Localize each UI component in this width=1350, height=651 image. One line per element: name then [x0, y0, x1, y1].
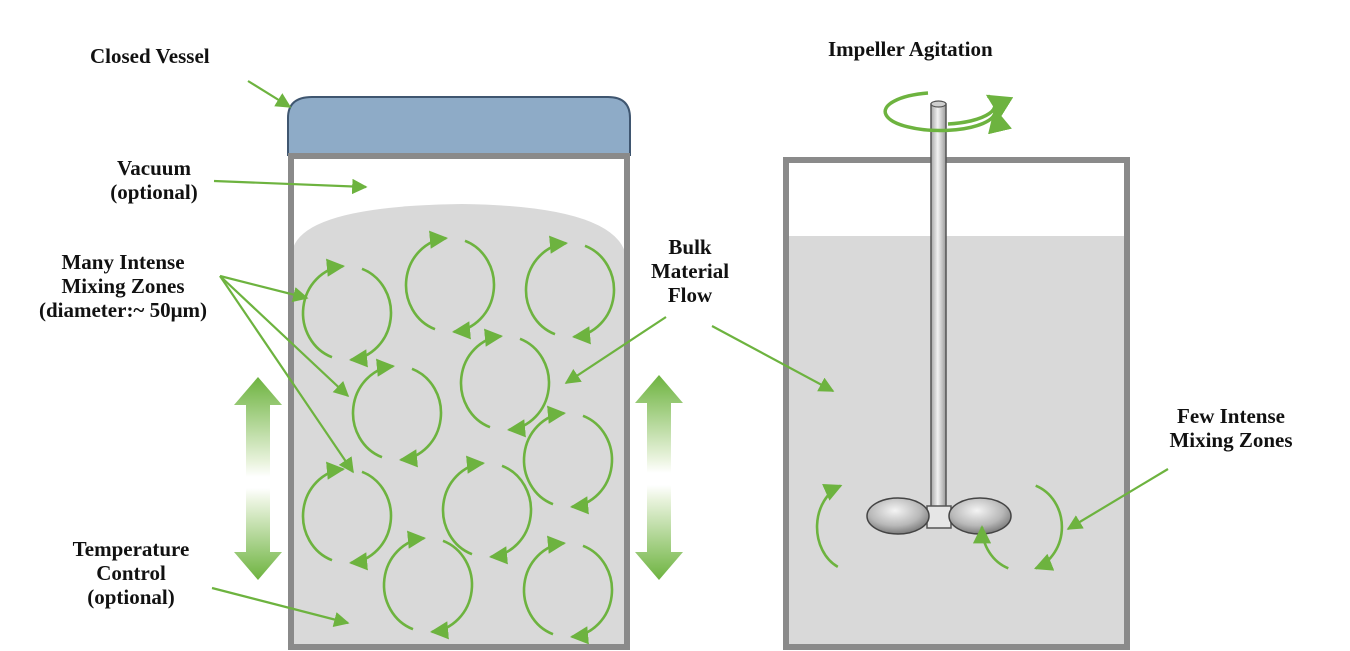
impeller-vessel	[783, 157, 1130, 650]
label-temperature-control: Temperature Control (optional)	[48, 537, 214, 609]
label-many-zones-line-2: Mixing Zones	[61, 274, 185, 298]
label-vacuum-line-1: Vacuum	[117, 156, 191, 180]
leader-bulk-flow-left	[564, 316, 667, 384]
label-bulk-line-3: Flow	[667, 283, 713, 307]
leader-bulk-flow-right	[711, 325, 835, 392]
vessel-lid	[287, 96, 631, 156]
mixing-zone-icon	[441, 455, 533, 565]
mixing-zone-icon	[522, 535, 614, 645]
vessel-wall-right	[783, 157, 1130, 650]
mixing-zone-icon	[972, 484, 1064, 571]
impeller	[866, 100, 1012, 535]
leader-many-zones-3	[219, 275, 354, 474]
label-few-zones-line-1: Few Intense	[1177, 404, 1285, 428]
impeller-blade-left	[866, 497, 930, 535]
leader-few-zones	[1066, 468, 1169, 530]
mixing-zone-icon	[524, 235, 616, 345]
leader-arrows	[211, 80, 1169, 628]
few-mixing-zones	[815, 484, 1064, 571]
mixing-zone-icon	[382, 530, 474, 640]
vertical-motion-arrow-left	[234, 377, 282, 580]
mixing-zone-icon	[351, 358, 443, 468]
many-mixing-zones	[301, 230, 616, 645]
mixing-zone-icon	[815, 484, 843, 569]
label-bulk-line-2: Material	[650, 259, 730, 283]
mixing-zone-icon	[301, 461, 393, 571]
bulk-material-left	[292, 204, 626, 645]
impeller-blade-right	[948, 497, 1012, 535]
leader-many-zones-1	[219, 274, 309, 303]
rotation-arrow-icon	[883, 91, 1014, 135]
impeller-shaft	[930, 103, 947, 515]
label-impeller-agitation: Impeller Agitation	[828, 37, 993, 61]
mixing-zone-icon	[459, 328, 551, 438]
mixing-zone-icon	[404, 230, 496, 340]
label-many-mixing-zones: Many Intense Mixing Zones (diameter:~ 50…	[4, 250, 242, 322]
leader-many-zones-2	[219, 275, 350, 398]
vessel-wall-left	[288, 155, 630, 650]
label-few-zones-line-2: Mixing Zones	[1169, 428, 1293, 452]
leader-temperature	[211, 586, 350, 628]
label-temperature-line-3: (optional)	[87, 585, 175, 609]
label-bulk-line-1: Bulk	[668, 235, 712, 259]
vertical-motion-arrow-right	[635, 375, 683, 580]
bulk-material-right	[788, 236, 1126, 645]
closed-vessel	[287, 96, 631, 650]
label-closed-vessel: Closed Vessel	[90, 44, 210, 68]
leader-vacuum	[213, 178, 368, 195]
leader-closed-vessel	[247, 80, 292, 108]
label-temperature-line-1: Temperature	[72, 537, 190, 561]
label-many-zones-line-1: Many Intense	[61, 250, 185, 274]
label-vacuum: Vacuum (optional)	[96, 156, 212, 204]
label-many-zones-line-3: (diameter:~ 50μm)	[38, 298, 207, 322]
mixing-zone-icon	[522, 405, 614, 515]
label-few-mixing-zones: Few Intense Mixing Zones	[1142, 404, 1320, 452]
mixing-zone-icon	[301, 258, 393, 368]
label-vacuum-line-2: (optional)	[110, 180, 198, 204]
label-temperature-line-2: Control	[96, 561, 166, 585]
label-bulk-material-flow: Bulk Material Flow	[640, 235, 740, 307]
impeller-hub	[926, 505, 952, 529]
